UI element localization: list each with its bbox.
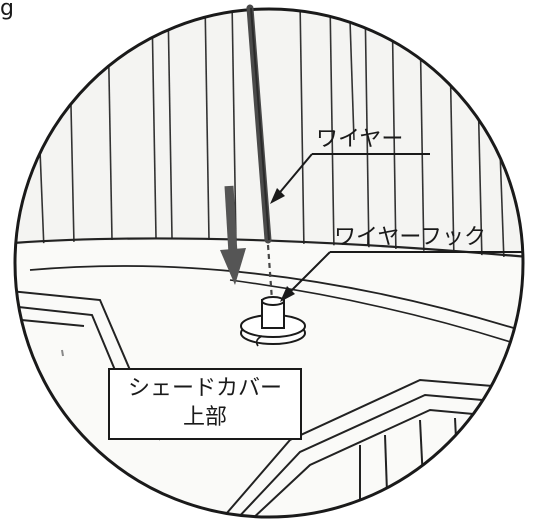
wire <box>246 4 274 301</box>
shade-pleat-lines <box>39 9 505 263</box>
magnifier-circle <box>13 7 525 519</box>
down-arrow-icon <box>220 185 246 285</box>
wire-hook-callout-text: ワイヤーフック <box>334 225 486 250</box>
figure-corner-label: g <box>0 0 14 21</box>
shade-cover-top-label: シェードカバー 上部 <box>108 368 302 440</box>
wire-callout: ワイヤー <box>270 127 430 204</box>
wire-hook <box>240 296 306 347</box>
wire-hook-callout: ワイヤーフック <box>280 225 522 302</box>
shade-cover-label-line1: シェードカバー <box>127 376 282 401</box>
shade-cover-label-line2: 上部 <box>182 404 227 430</box>
wire-callout-text: ワイヤー <box>316 127 403 152</box>
